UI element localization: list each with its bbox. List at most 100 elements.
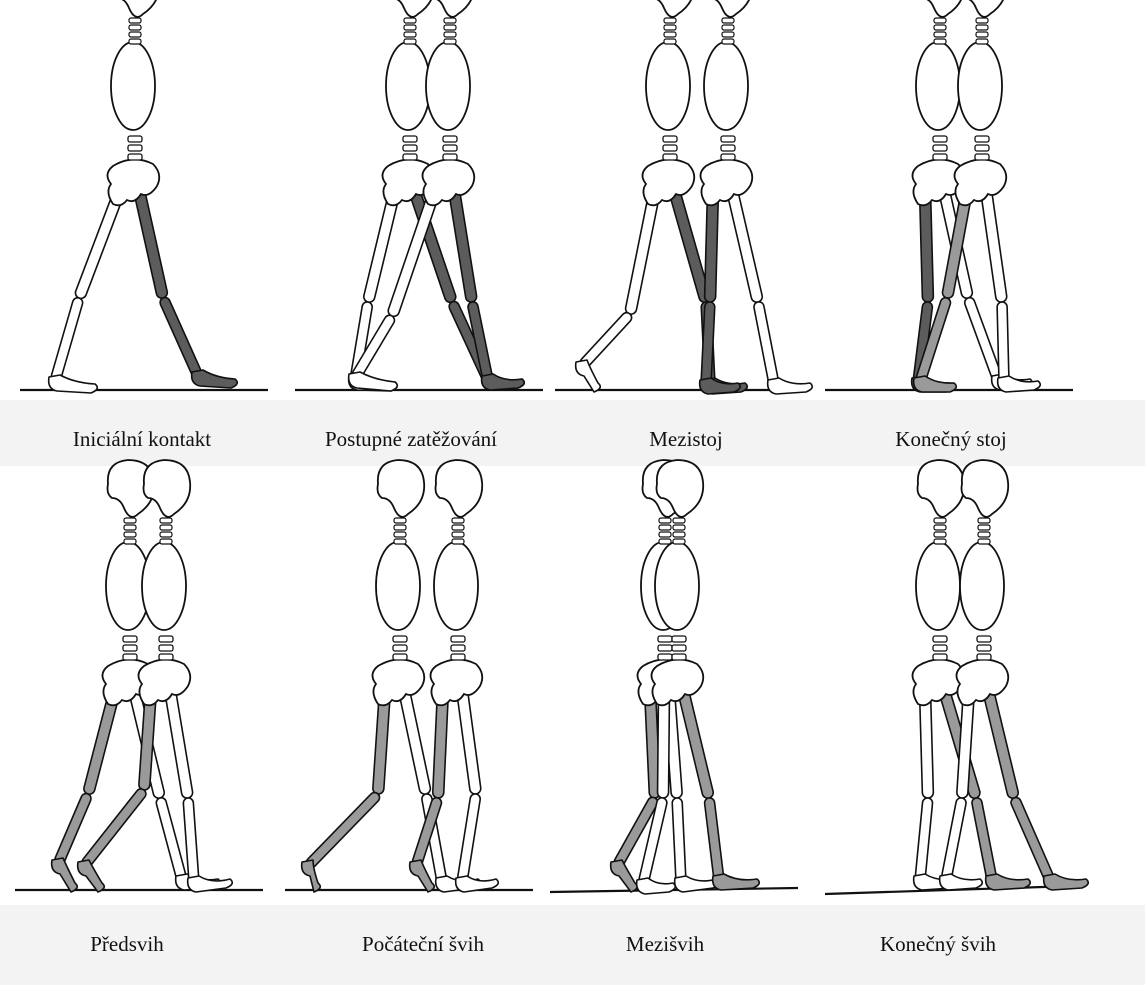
- walking-figure: [700, 0, 813, 394]
- foot: [49, 375, 98, 393]
- pelvis: [430, 659, 482, 705]
- vertebra: [933, 154, 947, 160]
- vertebra: [123, 645, 137, 651]
- thigh-bone: [457, 689, 482, 794]
- vertebra: [658, 654, 672, 660]
- head: [918, 460, 965, 517]
- foot: [768, 378, 813, 394]
- gait-illustration: [825, 20, 1075, 400]
- caption-terminal-swing: Konečný švih: [880, 932, 996, 957]
- shin-bone: [158, 296, 202, 378]
- caption-pre-swing: Předsvih: [90, 932, 164, 957]
- torso: [704, 42, 748, 130]
- thigh-bone: [399, 689, 432, 795]
- shin-bone: [704, 797, 724, 880]
- head: [706, 0, 753, 17]
- walking-figure: [78, 460, 233, 892]
- shin-bone: [457, 793, 481, 883]
- vertebra: [934, 39, 946, 44]
- vertebra: [934, 532, 946, 537]
- shin-bone: [915, 798, 933, 881]
- head: [388, 0, 435, 17]
- pelvis: [138, 659, 190, 705]
- torso: [655, 542, 699, 630]
- vertebra: [978, 539, 990, 544]
- vertebra: [978, 518, 990, 523]
- vertebra: [128, 154, 142, 160]
- shin-bone: [997, 302, 1009, 382]
- vertebra: [722, 32, 734, 37]
- vertebra: [124, 539, 136, 544]
- shin-bone: [155, 797, 187, 882]
- vertebra: [664, 25, 676, 30]
- vertebra: [722, 39, 734, 44]
- pelvis: [954, 159, 1006, 205]
- dark-leg: [134, 189, 238, 388]
- torso: [142, 542, 186, 630]
- vertebra: [124, 525, 136, 530]
- vertebra: [393, 645, 407, 651]
- thigh-bone: [625, 189, 661, 315]
- vertebra: [444, 32, 456, 37]
- vertebra: [452, 525, 464, 530]
- white-leg: [727, 189, 813, 394]
- shin-bone: [941, 797, 967, 881]
- pelvis: [422, 159, 474, 205]
- vertebra: [934, 25, 946, 30]
- pelvis: [372, 659, 424, 705]
- head: [428, 0, 475, 17]
- foot: [914, 376, 957, 392]
- panel-pre-swing: [15, 510, 265, 900]
- vertebra: [444, 39, 456, 44]
- vertebra: [977, 654, 991, 660]
- vertebra: [933, 145, 947, 151]
- vertebra: [444, 18, 456, 23]
- caption-terminal-stance: Konečný stoj: [895, 427, 1006, 452]
- shin-bone: [304, 791, 381, 870]
- vertebra: [721, 136, 735, 142]
- shin-bone: [183, 798, 199, 883]
- foot: [78, 860, 105, 892]
- foot: [637, 878, 676, 894]
- vertebra: [160, 532, 172, 537]
- vertebra: [394, 539, 406, 544]
- torso: [960, 542, 1004, 630]
- gait-illustration: [285, 510, 535, 900]
- panel-initial-swing: [285, 510, 535, 900]
- vertebra: [451, 636, 465, 642]
- vertebra: [976, 18, 988, 23]
- caption-loading-response: Postupné zatěžování: [325, 427, 497, 452]
- head: [648, 0, 695, 17]
- vertebra: [672, 636, 686, 642]
- vertebra: [672, 654, 686, 660]
- vertebra: [393, 636, 407, 642]
- panel-mid-swing: [550, 510, 800, 900]
- foot: [302, 860, 321, 892]
- vertebra: [394, 518, 406, 523]
- vertebra: [451, 645, 465, 651]
- vertebra: [658, 645, 672, 651]
- thigh-bone: [981, 189, 1008, 303]
- vertebra: [663, 145, 677, 151]
- head: [113, 0, 160, 17]
- vertebra: [129, 32, 141, 37]
- vertebra: [976, 39, 988, 44]
- vertebra: [933, 645, 947, 651]
- grey-leg: [678, 689, 760, 890]
- thigh-bone: [705, 190, 719, 302]
- thigh-bone: [678, 689, 715, 800]
- walking-figure: [49, 0, 238, 393]
- pelvis: [912, 659, 964, 705]
- white-leg: [456, 689, 499, 892]
- thigh-bone: [134, 189, 169, 299]
- vertebra: [123, 654, 137, 660]
- pelvis: [651, 659, 703, 705]
- panel-terminal-stance: [825, 20, 1075, 400]
- vertebra: [444, 25, 456, 30]
- vertebra: [452, 532, 464, 537]
- foot: [1044, 874, 1089, 890]
- vertebra: [452, 518, 464, 523]
- caption-mid-swing: Mezišvih: [626, 932, 704, 957]
- head: [918, 0, 965, 17]
- foot: [611, 860, 638, 892]
